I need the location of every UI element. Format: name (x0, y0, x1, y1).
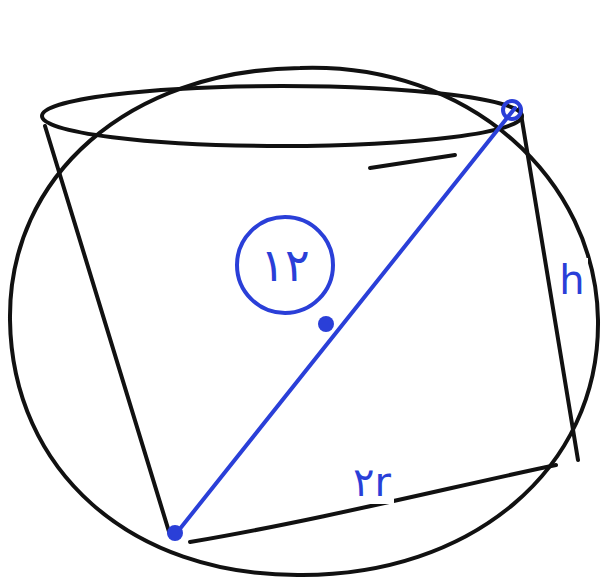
length-label: ۱۲ (257, 240, 312, 290)
endpoint-top (503, 101, 521, 119)
sphere-outline (10, 68, 598, 575)
endpoint-bottom (167, 525, 183, 541)
midpoint (318, 316, 334, 332)
top-inner-stroke (370, 155, 455, 168)
height-label: h (556, 258, 587, 302)
label-circle (237, 217, 333, 313)
diameter-label: ۲r (350, 460, 394, 504)
cylinder-left-side (45, 126, 170, 535)
cylinder-top (42, 86, 522, 146)
diagonal-line (175, 108, 515, 535)
